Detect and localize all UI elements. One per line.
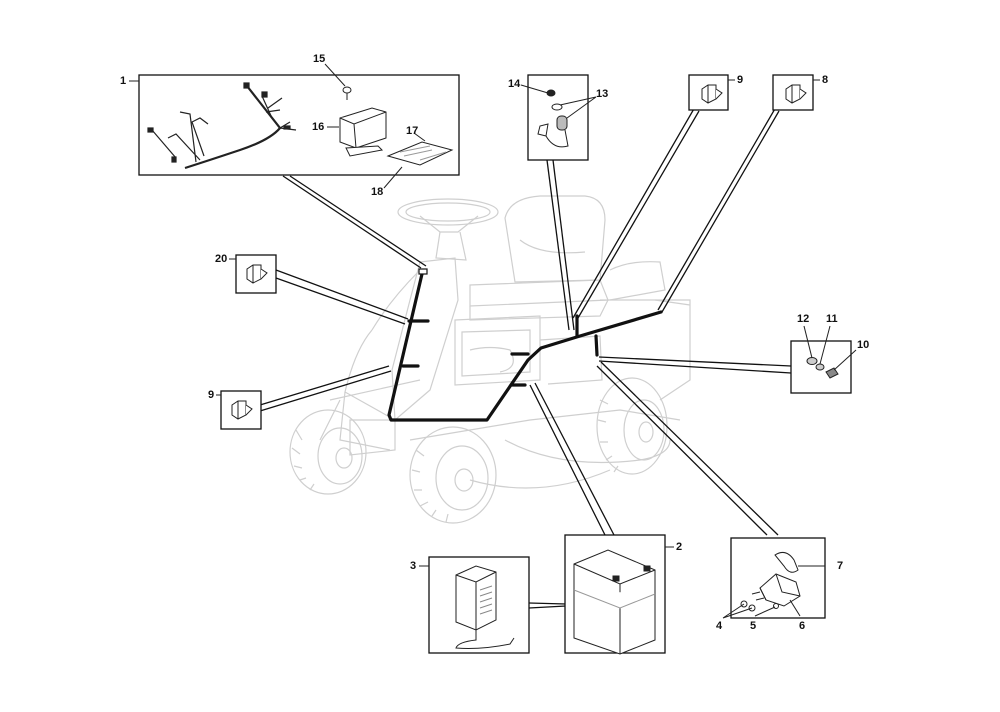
callout-box-8[interactable] bbox=[772, 74, 814, 111]
battery-illustration bbox=[573, 549, 656, 655]
harness-path bbox=[387, 272, 663, 422]
circuit-board-illustration bbox=[386, 141, 454, 166]
control-module-illustration bbox=[339, 107, 387, 157]
solenoid-illustration bbox=[740, 551, 801, 612]
screw-15-illustration bbox=[342, 86, 352, 100]
callout-label-2: 2 bbox=[676, 541, 683, 553]
callout-label-7: 7 bbox=[837, 560, 844, 572]
callout-label-9-top: 9 bbox=[737, 74, 744, 86]
callout-label-12: 12 bbox=[797, 313, 810, 325]
callout-label-1: 1 bbox=[120, 75, 127, 87]
callout-label-18: 18 bbox=[371, 186, 384, 198]
body-outline bbox=[409, 261, 691, 441]
wiring-harness-illustration bbox=[147, 82, 297, 170]
fuse-illustrations bbox=[806, 357, 839, 379]
label-leaders bbox=[129, 63, 857, 619]
callout-label-3: 3 bbox=[410, 560, 417, 572]
control-module-marker bbox=[418, 268, 428, 275]
callout-label-4: 4 bbox=[716, 620, 723, 632]
callout-label-11: 11 bbox=[826, 313, 838, 325]
callout-label-13: 13 bbox=[596, 88, 609, 100]
switch-illustrations bbox=[231, 84, 807, 420]
ignition-switch-illustration bbox=[537, 89, 569, 148]
charger-illustration bbox=[455, 565, 515, 649]
callout-label-20: 20 bbox=[215, 253, 228, 265]
callout-label-6: 6 bbox=[799, 620, 806, 632]
callout-label-17: 17 bbox=[406, 125, 419, 137]
wheel-front-right-outline bbox=[409, 426, 497, 524]
leader-lines bbox=[259, 106, 792, 609]
callout-label-15: 15 bbox=[313, 53, 326, 65]
steering-wheel-outline bbox=[397, 198, 499, 261]
callout-label-5: 5 bbox=[750, 620, 757, 632]
callout-label-9-left: 9 bbox=[208, 389, 215, 401]
wheel-front-left-outline bbox=[289, 409, 367, 495]
callout-label-10: 10 bbox=[857, 339, 870, 351]
dash-outline bbox=[339, 257, 459, 451]
mower-outline bbox=[289, 195, 691, 524]
deck-outline bbox=[319, 379, 671, 489]
callout-label-16: 16 bbox=[312, 121, 325, 133]
callout-label-8: 8 bbox=[822, 74, 829, 86]
callout-label-14: 14 bbox=[508, 78, 521, 90]
